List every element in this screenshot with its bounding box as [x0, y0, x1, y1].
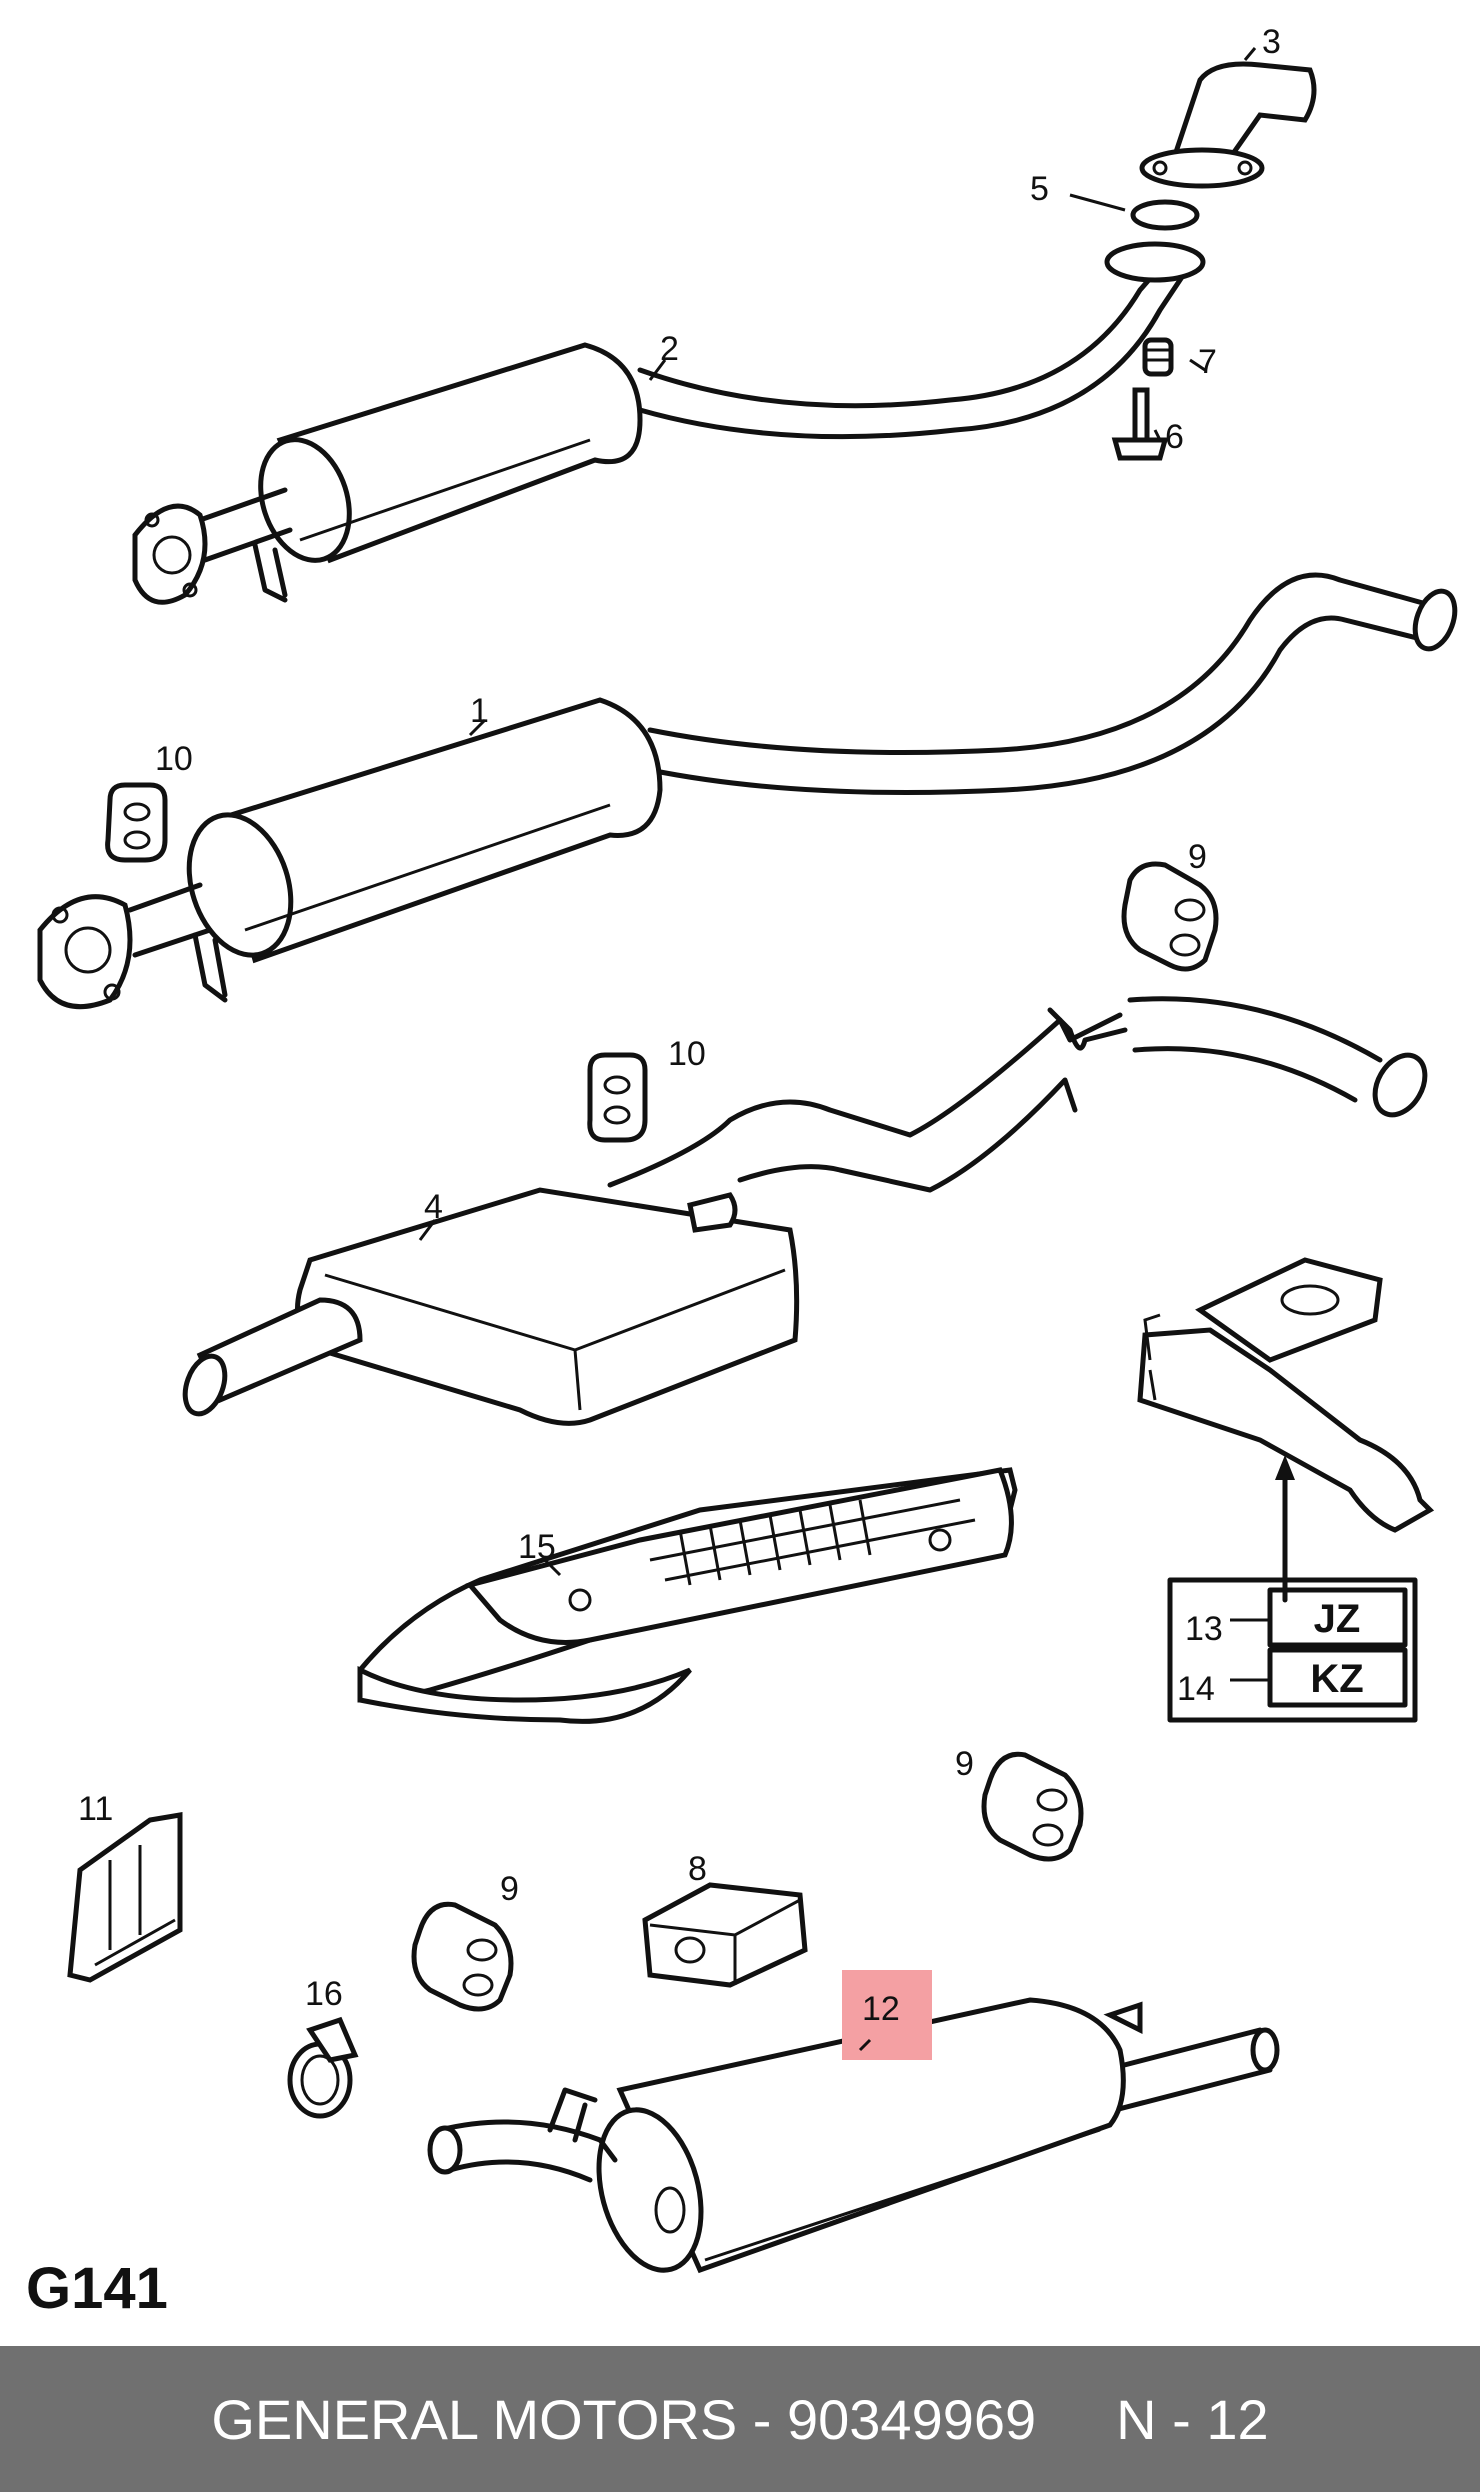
part-10-hanger-upper: [105, 782, 168, 863]
part-2-flange: [1104, 241, 1206, 283]
footer-bar: GENERAL MOTORS - 90349969 N - 12: [0, 2346, 1480, 2492]
part-12-rear-silencer: [427, 1997, 1280, 2274]
part-16-clamp: [287, 2016, 359, 2119]
part-12-highlight: [842, 1970, 932, 2060]
callout-1: 1: [470, 692, 489, 730]
part-10-hanger-lower: [587, 1052, 648, 1143]
callout-9-lower-right: 9: [955, 1745, 974, 1783]
callout-8: 8: [688, 1850, 707, 1888]
callout-10-upper: 10: [155, 740, 193, 778]
callout-4: 4: [424, 1188, 443, 1226]
callout-9-lower-left: 9: [500, 1870, 519, 1908]
part-4-rear-muffler: [182, 996, 1428, 1426]
part-2-front-pipe: [132, 247, 1193, 605]
part-9-hanger-upper-right: [1121, 861, 1219, 972]
part-7-spring: [1142, 337, 1174, 377]
callout-5: 5: [1030, 170, 1049, 208]
callout-15: 15: [518, 1528, 556, 1566]
callout-6: 6: [1165, 418, 1184, 456]
callout-11: 11: [78, 1790, 113, 1828]
footer-brand-part: GENERAL MOTORS - 90349969: [211, 2387, 1037, 2451]
callout-16: 16: [305, 1975, 343, 2013]
callout-12: 12: [862, 1990, 900, 2028]
callout-7: 7: [1198, 343, 1217, 381]
callout-14: 14: [1177, 1670, 1215, 1708]
variant-code-jz: JZ: [1314, 1597, 1361, 1641]
part-9-hanger-lower-right: [981, 1751, 1084, 1862]
part-6-bolt: [1111, 387, 1169, 461]
bracket-pointer-arrowhead: [1275, 1455, 1295, 1480]
variant-table: JZ KZ: [1167, 1577, 1418, 1723]
footer-position: N - 12: [1116, 2387, 1269, 2451]
leader-lines: [418, 47, 1257, 2052]
part-9-hanger-lower-left: [411, 1901, 514, 2012]
callout-2: 2: [660, 330, 679, 368]
exhaust-parts-diagram: JZ KZ: [37, 23, 1458, 2274]
part-13-14-bracket: [1137, 1257, 1435, 1533]
part-1-front-pipe: [37, 572, 1458, 1010]
callout-10-lower: 10: [668, 1035, 706, 1073]
part-15-heat-shield: [357, 1467, 1018, 1724]
part-5-gasket: [1069, 193, 1200, 231]
callout-3: 3: [1262, 23, 1281, 61]
callout-13: 13: [1185, 1610, 1223, 1648]
part-11-clip: [67, 1812, 183, 1983]
variant-code-kz: KZ: [1310, 1657, 1363, 1701]
part-8-rubber-block: [642, 1882, 808, 1988]
part-3-elbow: [1139, 61, 1317, 189]
diagram-id: G141: [26, 2256, 168, 2321]
callout-9-upper-right: 9: [1188, 838, 1207, 876]
